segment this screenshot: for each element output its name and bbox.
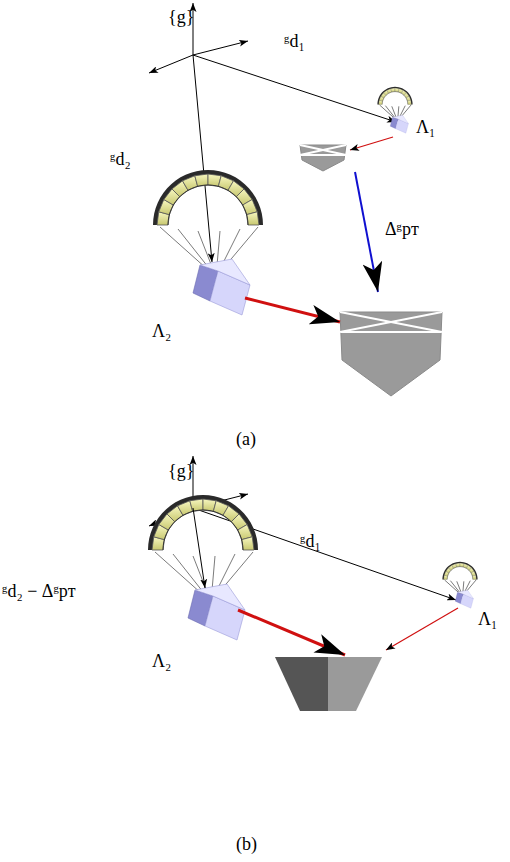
position-vector (193, 55, 396, 122)
target-large (340, 312, 442, 396)
position-vector (193, 508, 456, 600)
parafoil (377, 87, 412, 133)
math-label: Λ₁ (416, 118, 435, 138)
heading-arrow (245, 298, 340, 322)
math-label: Λ₁ (478, 610, 497, 630)
target-funnel (275, 657, 382, 711)
position-vector (193, 508, 205, 588)
panel-label: (a) (236, 430, 256, 450)
math-label: {g} (168, 8, 194, 28)
target-small (300, 145, 346, 171)
displacement-vector (355, 172, 378, 292)
parafoil (442, 562, 477, 608)
position-vector (193, 55, 212, 262)
math-label: ᵍd₂ (110, 150, 131, 170)
math-label: ᵍd₁ (284, 32, 305, 52)
coordinate-frame (149, 3, 248, 73)
math-label: Λ₂ (152, 322, 171, 342)
heading-arrow (238, 610, 345, 655)
parafoil (148, 495, 258, 640)
panel-label: (b) (236, 835, 257, 855)
math-label: ᵍd₂ − Δᵍpᴛ (2, 582, 76, 602)
math-label: {g} (168, 462, 194, 482)
math-label: Λ₂ (152, 652, 171, 672)
math-label: Δᵍpᴛ (385, 220, 419, 240)
parafoil (153, 170, 263, 315)
heading-arrow (386, 608, 458, 650)
heading-arrow (350, 137, 393, 150)
math-label: ᵍd₁ (300, 532, 321, 552)
